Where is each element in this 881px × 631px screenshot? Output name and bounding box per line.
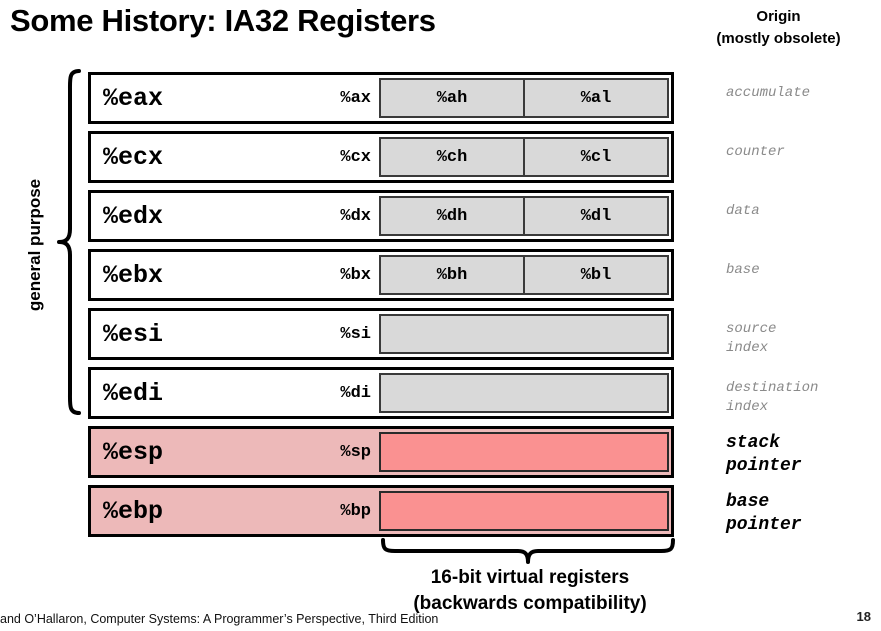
register-16bit-name: %si	[340, 324, 371, 344]
virtual-registers-caption: 16-bit virtual registers (backwards comp…	[250, 565, 810, 617]
register-name: %edx	[103, 201, 164, 231]
page-title: Some History: IA32 Registers	[10, 3, 436, 38]
slide-footer: and O’Hallaron, Computer Systems: A Prog…	[0, 612, 439, 626]
register-row-eax[interactable]: %eax %ax %ah %al	[88, 72, 674, 124]
register-16bit-box	[379, 491, 669, 531]
register-16bit-box: %ah %al	[379, 78, 669, 118]
origin-label-ebx: base	[726, 262, 760, 278]
register-row-edx[interactable]: %edx %dx %dh %dl	[88, 190, 674, 242]
origin-column-header: Origin (mostly obsolete)	[676, 6, 881, 50]
register-16bit-box: %bh %bl	[379, 255, 669, 295]
register-16bit-box: %dh %dl	[379, 196, 669, 236]
register-16bit-box	[379, 373, 669, 413]
origin-label-ecx: counter	[726, 144, 785, 160]
register-row-esi[interactable]: %esi %si	[88, 308, 674, 360]
page-number: 18	[856, 609, 871, 624]
general-purpose-label: general purpose	[25, 178, 44, 312]
register-row-ebp[interactable]: %ebp %bp	[88, 485, 674, 537]
register-table: %eax %ax %ah %al %ecx %cx %ch %cl %edx %dx %dh %dl%…	[88, 72, 674, 544]
register-16bit-name: %cx	[340, 147, 371, 167]
register-16bit-box	[379, 432, 669, 472]
register-16bit-name: %dx	[340, 206, 371, 226]
register-16bit-name: %bx	[340, 265, 371, 285]
register-16bit-box	[379, 314, 669, 354]
register-low-byte: %cl	[523, 139, 667, 175]
register-high-byte: %bh	[436, 265, 468, 285]
register-16bit-name: %di	[340, 383, 371, 403]
register-16bit-name: %bp	[340, 501, 371, 521]
virtual-registers-brace-icon	[381, 538, 675, 564]
origin-header-line1: Origin	[756, 8, 801, 25]
caption-line1: 16-bit virtual registers	[430, 567, 630, 588]
register-name: %ecx	[103, 142, 164, 172]
register-16bit-name: %ax	[340, 88, 371, 108]
register-row-ecx[interactable]: %ecx %cx %ch %cl	[88, 131, 674, 183]
origin-label-eax: accumulate	[726, 85, 811, 101]
register-high-byte: %ch	[436, 147, 468, 167]
general-purpose-brace-icon	[57, 69, 81, 415]
register-16bit-box: %ch %cl	[379, 137, 669, 177]
register-name: %eax	[103, 83, 164, 113]
register-name: %edi	[103, 378, 164, 408]
register-row-edi[interactable]: %edi %di	[88, 367, 674, 419]
register-low-byte: %al	[523, 80, 667, 116]
register-name: %esp	[103, 437, 164, 467]
register-row-esp[interactable]: %esp %sp	[88, 426, 674, 478]
register-16bit-name: %sp	[340, 442, 371, 462]
origin-label-edx: data	[726, 203, 760, 219]
origin-header-line2: (mostly obsolete)	[716, 30, 841, 47]
register-name: %ebp	[103, 496, 164, 526]
register-high-byte: %ah	[436, 88, 468, 108]
caption-line2: (backwards compatibility)	[413, 593, 647, 614]
register-row-ebx[interactable]: %ebx %bx %bh %bl	[88, 249, 674, 301]
register-low-byte: %dl	[523, 198, 667, 234]
register-low-byte: %bl	[523, 257, 667, 293]
register-name: %ebx	[103, 260, 164, 290]
register-high-byte: %dh	[436, 206, 468, 226]
register-name: %esi	[103, 319, 164, 349]
